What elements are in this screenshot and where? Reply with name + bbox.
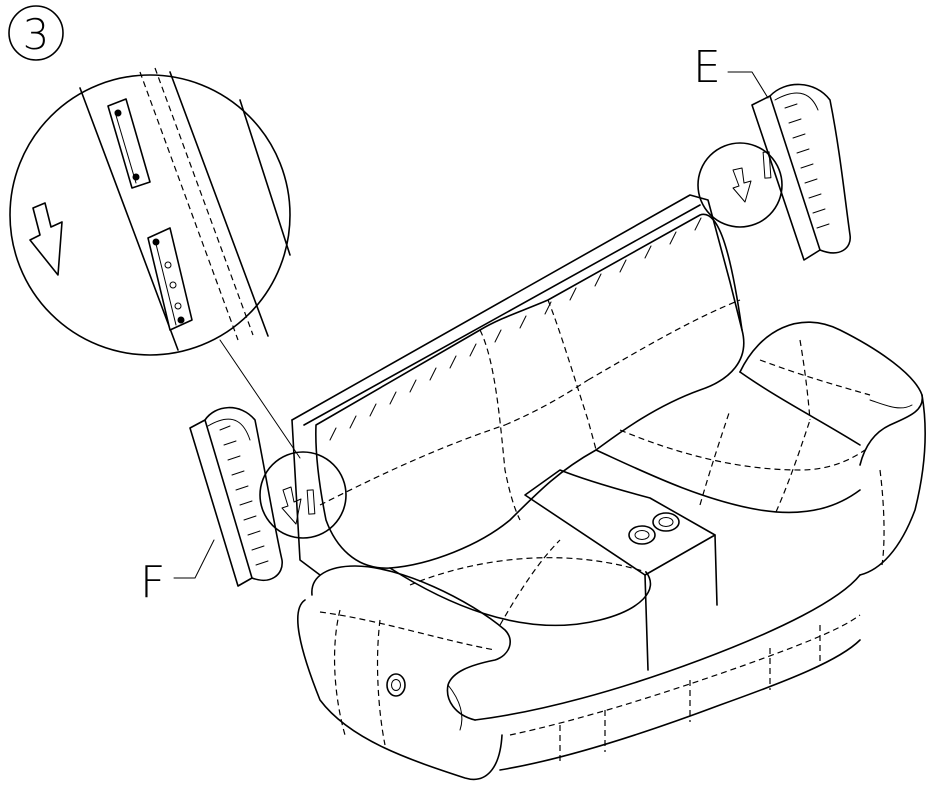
detail-zoom-circle bbox=[9, 67, 291, 356]
label-e-text: E bbox=[693, 42, 721, 93]
recline-button bbox=[386, 673, 406, 697]
right-arm bbox=[739, 321, 926, 576]
step-badge: 3 bbox=[8, 5, 64, 61]
upper-bracket bbox=[107, 98, 151, 189]
lower-bracket bbox=[147, 227, 193, 331]
cup-holder-left bbox=[628, 525, 656, 545]
label-f: F bbox=[140, 539, 215, 608]
headrest-e bbox=[751, 83, 851, 261]
sofa bbox=[291, 194, 926, 781]
center-console bbox=[524, 469, 718, 671]
down-arrow-icon-small bbox=[281, 486, 302, 525]
down-arrow-icon-e bbox=[732, 167, 752, 203]
step-number: 3 bbox=[23, 10, 50, 59]
label-e: E bbox=[693, 42, 769, 99]
cup-holder-right bbox=[652, 512, 680, 532]
label-f-text: F bbox=[140, 557, 165, 608]
down-arrow-icon bbox=[29, 202, 63, 276]
sofa-detail-circle bbox=[259, 451, 347, 539]
headrest-e-detail-circle bbox=[697, 142, 783, 228]
left-arm bbox=[297, 565, 511, 781]
detail-leader-line bbox=[219, 339, 301, 459]
headrest-f bbox=[189, 406, 283, 587]
